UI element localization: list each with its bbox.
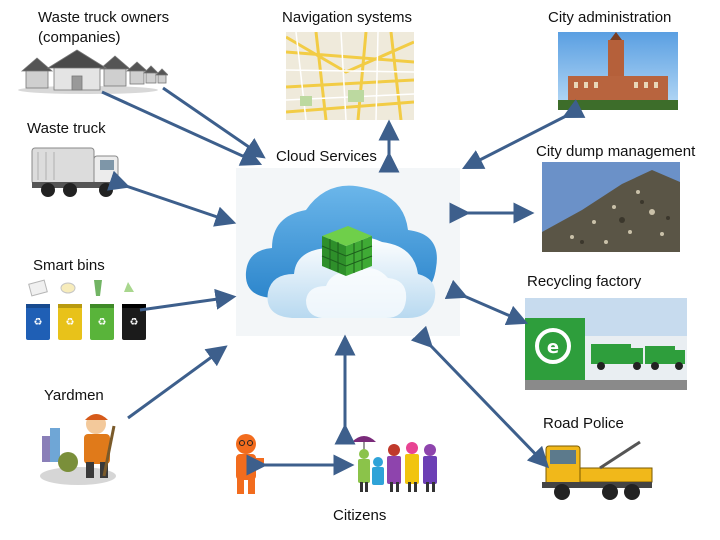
citizens-group-image: [350, 432, 444, 494]
svg-text:♻: ♻: [98, 317, 107, 328]
svg-text:♻: ♻: [66, 317, 75, 328]
recycling-factory-image: e: [525, 298, 687, 390]
label-road-police: Road Police: [543, 415, 624, 432]
svg-text:♻: ♻: [34, 317, 43, 328]
label-smart-bins: Smart bins: [33, 257, 105, 274]
arrow-owners-to-cloud-b: [162, 86, 266, 159]
label-waste-truck-owners-line1: Waste truck owners: [38, 9, 170, 26]
houses-image: [18, 48, 168, 94]
smart-bins-image: ♻ ♻ ♻ ♻: [24, 278, 150, 342]
arrow-cloud-to-factory: [444, 279, 529, 326]
label-recycling-factory: Recycling factory: [527, 273, 642, 290]
svg-text:e: e: [547, 337, 559, 358]
cloud-services-image: [236, 168, 460, 336]
label-waste-truck-owners-line2: (companies): [38, 29, 121, 46]
arrow-bins-to-cloud: [139, 288, 237, 312]
arrow-city-admin-cloud: [461, 99, 586, 170]
label-waste-truck: Waste truck: [27, 120, 106, 137]
tow-truck-image: [540, 438, 656, 506]
arrow-cloud-road-police: [410, 325, 550, 469]
label-waste-truck-owners: Waste truck owners (companies): [38, 8, 169, 48]
label-yardmen: Yardmen: [44, 387, 104, 404]
label-cloud-services: Cloud Services: [276, 148, 377, 165]
label-city-administration: City administration: [548, 9, 672, 26]
arrow-yardmen-to-cloud: [127, 345, 228, 420]
yardman-image: [38, 406, 134, 486]
label-navigation-systems: Navigation systems: [282, 9, 413, 26]
arrow-owners-to-cloud-a: [101, 90, 263, 166]
navigation-map-image: [286, 32, 414, 120]
city-dump-image: [542, 162, 680, 252]
city-hall-image: [558, 32, 678, 110]
arrow-waste-truck-cloud: [106, 170, 237, 227]
svg-text:♻: ♻: [130, 317, 139, 328]
label-citizens: Citizens: [333, 507, 387, 524]
